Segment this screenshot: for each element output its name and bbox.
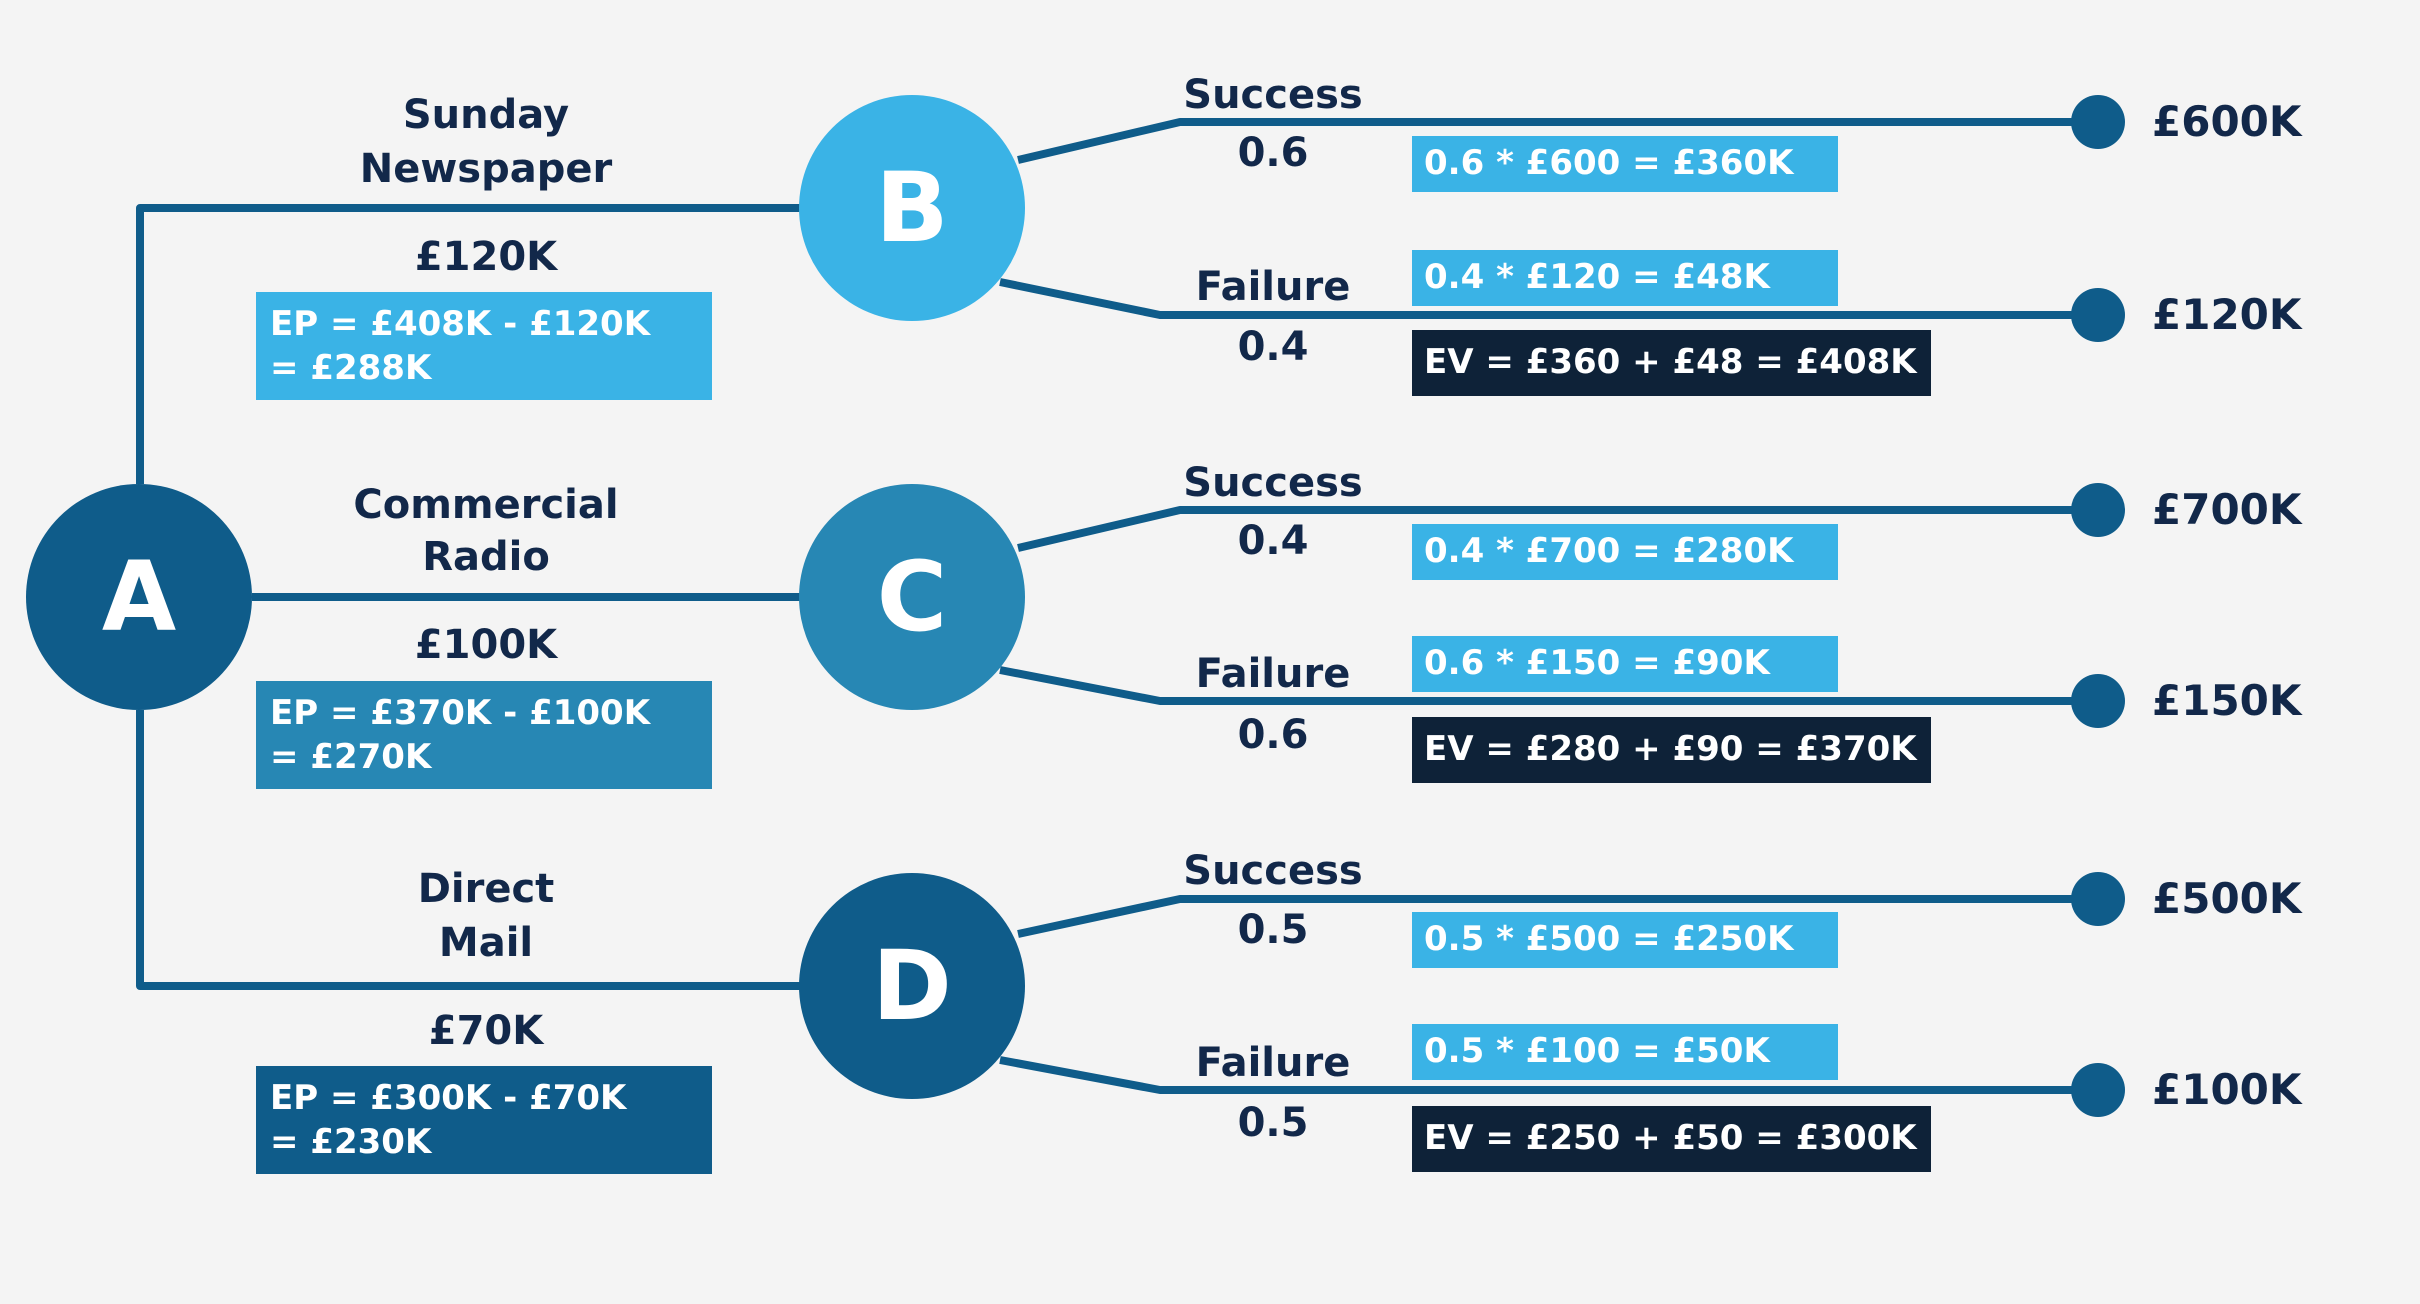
failure-label: Failure [1195, 264, 1351, 310]
expected-profit-line2: = £270K [270, 737, 432, 777]
edge-C-success [1017, 506, 2098, 552]
option-cost: £70K [428, 1008, 544, 1054]
expected-value-box: EV = £250 + £50 = £300K [1412, 1106, 1931, 1172]
expected-profit-line1: EP = £300K - £70K [270, 1078, 627, 1118]
failure-probability: 0.5 [1237, 1100, 1309, 1146]
expected-profit-line1: EP = £370K - £100K [270, 693, 651, 733]
edge-C-failure [999, 666, 2098, 705]
success-outcome: £500K [2152, 874, 2302, 923]
success-label: Success [1183, 72, 1363, 118]
option-cost: £120K [414, 234, 558, 280]
expected-profit-line2: = £230K [270, 1122, 432, 1162]
success-calculation: 0.6 * £600 = £360K [1412, 136, 1838, 192]
node-B: B [799, 95, 1025, 321]
failure-probability: 0.6 [1237, 712, 1309, 758]
success-probability: 0.5 [1237, 907, 1309, 953]
success-label: Success [1183, 848, 1363, 894]
failure-calculation: 0.4 * £120 = £48K [1412, 250, 1838, 306]
failure-calculation: 0.5 * £100 = £50K [1412, 1024, 1838, 1080]
failure-outcome: £100K [2152, 1065, 2302, 1114]
node-D: D [799, 873, 1025, 1099]
success-probability: 0.4 [1237, 518, 1309, 564]
edge-B-failure [999, 278, 2098, 319]
option-name-line2: Newspaper [359, 146, 613, 192]
terminal-dot [2071, 674, 2125, 728]
option-name-line1: Commercial [353, 482, 619, 528]
failure-label: Failure [1195, 651, 1351, 697]
node-C: C [799, 484, 1025, 710]
success-calculation: 0.4 * £700 = £280K [1412, 524, 1838, 580]
success-outcome: £700K [2152, 485, 2302, 534]
option-name-line2: Mail [438, 920, 534, 966]
edge-D-failure [999, 1056, 2098, 1094]
expected-value-box: EV = £360 + £48 = £408K [1412, 330, 1931, 396]
option-name-line2: Radio [422, 534, 550, 580]
success-outcome: £600K [2152, 97, 2302, 146]
success-probability: 0.6 [1237, 130, 1309, 176]
terminal-dot [2071, 872, 2125, 926]
option-name-line1: Direct [417, 866, 555, 912]
expected-profit-box: EP = £300K - £70K = £230K [256, 1066, 712, 1174]
terminal-dot [2071, 288, 2125, 342]
expected-profit-line2: = £288K [270, 348, 432, 388]
expected-profit-line1: EP = £408K - £120K [270, 304, 651, 344]
option-name-line1: Sunday [402, 92, 570, 138]
option-cost: £100K [414, 622, 558, 668]
success-label: Success [1183, 460, 1363, 506]
failure-probability: 0.4 [1237, 324, 1309, 370]
failure-outcome: £150K [2152, 676, 2302, 725]
edge-D-success [1017, 895, 2098, 938]
edge-B-success [1017, 118, 2098, 164]
failure-calculation: 0.6 * £150 = £90K [1412, 636, 1838, 692]
terminal-dot [2071, 1063, 2125, 1117]
success-calculation: 0.5 * £500 = £250K [1412, 912, 1838, 968]
expected-value-box: EV = £280 + £90 = £370K [1412, 717, 1931, 783]
failure-label: Failure [1195, 1040, 1351, 1086]
expected-profit-box: EP = £408K - £120K = £288K [256, 292, 712, 400]
expected-profit-box: EP = £370K - £100K = £270K [256, 681, 712, 789]
edge-A-B [136, 204, 800, 484]
terminal-dot [2071, 483, 2125, 537]
node-A: A [26, 484, 252, 710]
terminal-dot [2071, 95, 2125, 149]
failure-outcome: £120K [2152, 290, 2302, 339]
edge-A-D [136, 710, 800, 990]
